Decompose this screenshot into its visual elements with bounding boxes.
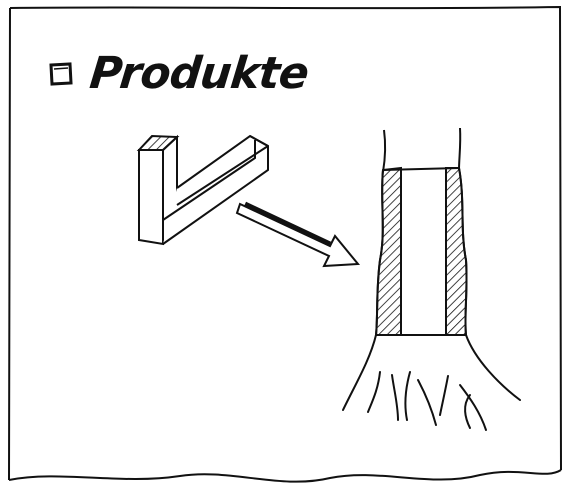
tree-roots [343,335,520,430]
arrow-icon [237,204,358,266]
page-title: Produkte [88,52,310,96]
heading: Produkte [48,52,308,96]
frame-bottom-wave [9,470,561,482]
tube-wall-left [376,168,401,335]
tube-wall-right [446,168,467,335]
l-profile [139,136,268,244]
checkbox-icon[interactable] [48,61,74,87]
